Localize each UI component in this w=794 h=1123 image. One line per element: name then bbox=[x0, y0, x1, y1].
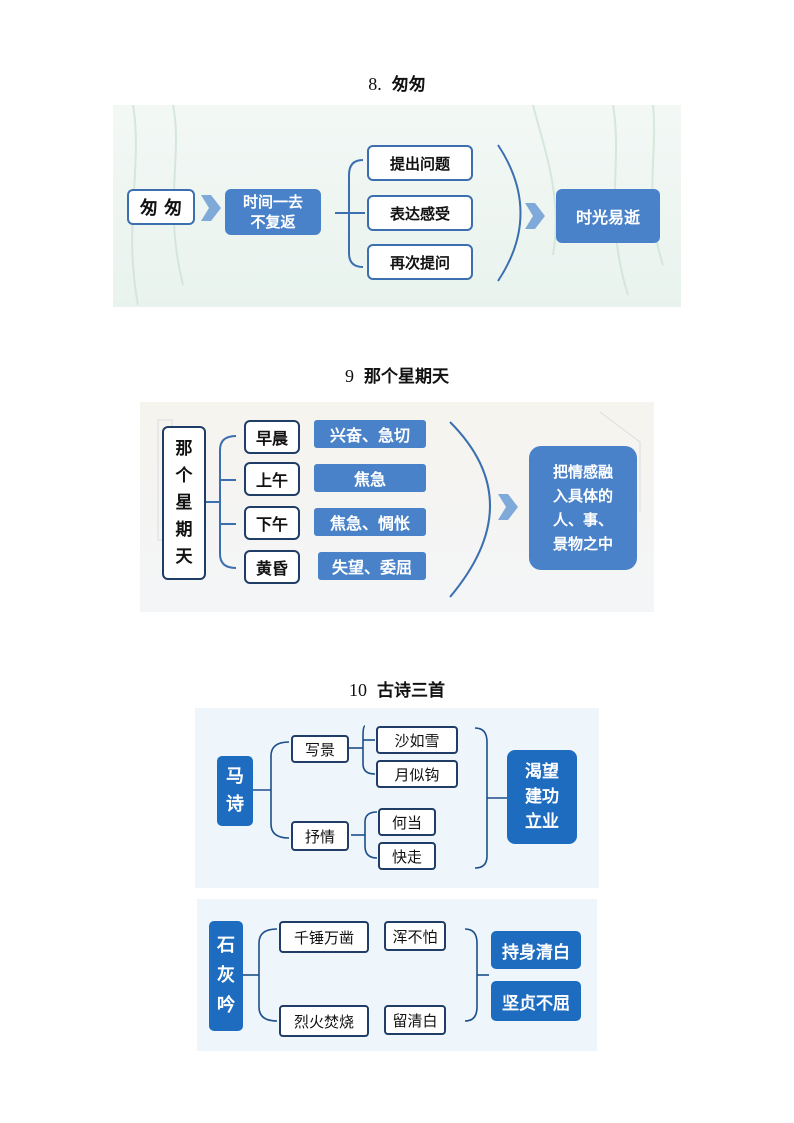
bracket-lines bbox=[253, 725, 507, 869]
branch-node: 再次提问 bbox=[367, 244, 473, 280]
time-node: 上午 bbox=[244, 462, 300, 496]
branch-node: 表达感受 bbox=[367, 195, 473, 231]
item-node: 月似钩 bbox=[376, 760, 458, 788]
item-node: 快走 bbox=[378, 842, 436, 870]
theme-line-1: 时间一去 bbox=[242, 193, 303, 211]
feeling-node: 失望、委屈 bbox=[318, 552, 426, 580]
conclusion-line: 景物之中 bbox=[552, 535, 613, 553]
title-char: 期 bbox=[175, 519, 193, 540]
feeling-node: 焦急、惆怅 bbox=[314, 508, 426, 536]
poem2-panel: 石 灰 吟 千锤万凿 浑不怕 烈火焚烧 留清白 持身清白 坚贞不屈 bbox=[197, 899, 597, 1051]
conclusion-node: 把情感融 入具体的 人、事、 景物之中 bbox=[529, 446, 637, 570]
theme-node: 时间一去 不复返 bbox=[225, 189, 321, 235]
theme-line-2: 不复返 bbox=[250, 213, 296, 231]
section8-heading: 8. 匆匆 bbox=[0, 70, 794, 95]
section9-title: 那个星期天 bbox=[364, 367, 449, 387]
conclusion-node: 持身清白 bbox=[491, 931, 581, 969]
poem-title-node: 马 诗 bbox=[217, 756, 253, 826]
section9-heading: 9 那个星期天 bbox=[0, 362, 794, 387]
section10-title: 古诗三首 bbox=[377, 681, 445, 701]
item-node: 留清白 bbox=[384, 1005, 446, 1035]
poem1-panel: 马 诗 写景 抒情 沙如雪 月似钩 何当 快走 渴望 建功 立业 bbox=[195, 708, 599, 888]
item-node: 千锤万凿 bbox=[279, 921, 369, 953]
feeling-node: 焦急 bbox=[314, 464, 426, 492]
conclusion-line: 渴望 bbox=[525, 761, 559, 782]
title-char: 石 bbox=[217, 935, 235, 956]
title-char: 那 bbox=[175, 438, 193, 459]
section8-number: 8. bbox=[368, 74, 382, 94]
feeling-node: 兴奋、急切 bbox=[314, 420, 426, 448]
arrow-icon bbox=[201, 195, 221, 221]
section10-number: 10 bbox=[349, 680, 367, 700]
item-node: 沙如雪 bbox=[376, 726, 458, 754]
title-char: 个 bbox=[175, 465, 193, 486]
item-node: 何当 bbox=[378, 808, 436, 836]
poem-title-node: 石 灰 吟 bbox=[209, 921, 243, 1031]
item-node: 浑不怕 bbox=[384, 921, 446, 951]
time-node: 黄昏 bbox=[244, 550, 300, 584]
section8-title: 匆匆 bbox=[391, 75, 426, 95]
section8-panel: 匆 匆 时间一去 不复返 提出问题 表达感受 再次提问 时光易逝 bbox=[113, 105, 681, 307]
title-char: 吟 bbox=[217, 995, 235, 1016]
title-char: 灰 bbox=[217, 965, 235, 986]
conclusion-line: 把情感融 bbox=[552, 463, 613, 481]
title-char: 诗 bbox=[226, 794, 244, 815]
branch-node: 提出问题 bbox=[367, 145, 473, 181]
arrow-icon bbox=[525, 203, 545, 229]
conclusion-line: 建功 bbox=[525, 786, 559, 807]
title-char: 星 bbox=[175, 492, 193, 513]
time-node: 下午 bbox=[244, 506, 300, 540]
arrow-icon bbox=[498, 494, 518, 520]
bracket-lines bbox=[243, 928, 489, 1022]
conclusion-node: 渴望 建功 立业 bbox=[507, 750, 577, 844]
item-node: 烈火焚烧 bbox=[279, 1005, 369, 1037]
time-node: 早晨 bbox=[244, 420, 300, 454]
title-char: 马 bbox=[226, 766, 244, 787]
conclusion-node: 时光易逝 bbox=[556, 189, 660, 243]
root-node-congcong: 匆 匆 bbox=[127, 189, 195, 225]
section9-number: 9 bbox=[345, 366, 354, 386]
conclusion-line: 入具体的 bbox=[552, 487, 613, 505]
section10-heading: 10 古诗三首 bbox=[0, 676, 794, 701]
root-node-title: 那 个 星 期 天 bbox=[162, 426, 206, 580]
conclusion-line: 人、事、 bbox=[552, 511, 613, 529]
conclusion-line: 立业 bbox=[525, 811, 559, 832]
group-node: 抒情 bbox=[291, 821, 349, 851]
conclusion-node: 坚贞不屈 bbox=[491, 981, 581, 1021]
group-node: 写景 bbox=[291, 735, 349, 763]
title-char: 天 bbox=[175, 546, 193, 567]
section9-panel: 那 个 星 期 天 早晨 兴奋、急切 上午 焦急 下午 焦急、惆怅 黄昏 失望、… bbox=[140, 402, 654, 612]
willow-decoration bbox=[131, 105, 664, 306]
